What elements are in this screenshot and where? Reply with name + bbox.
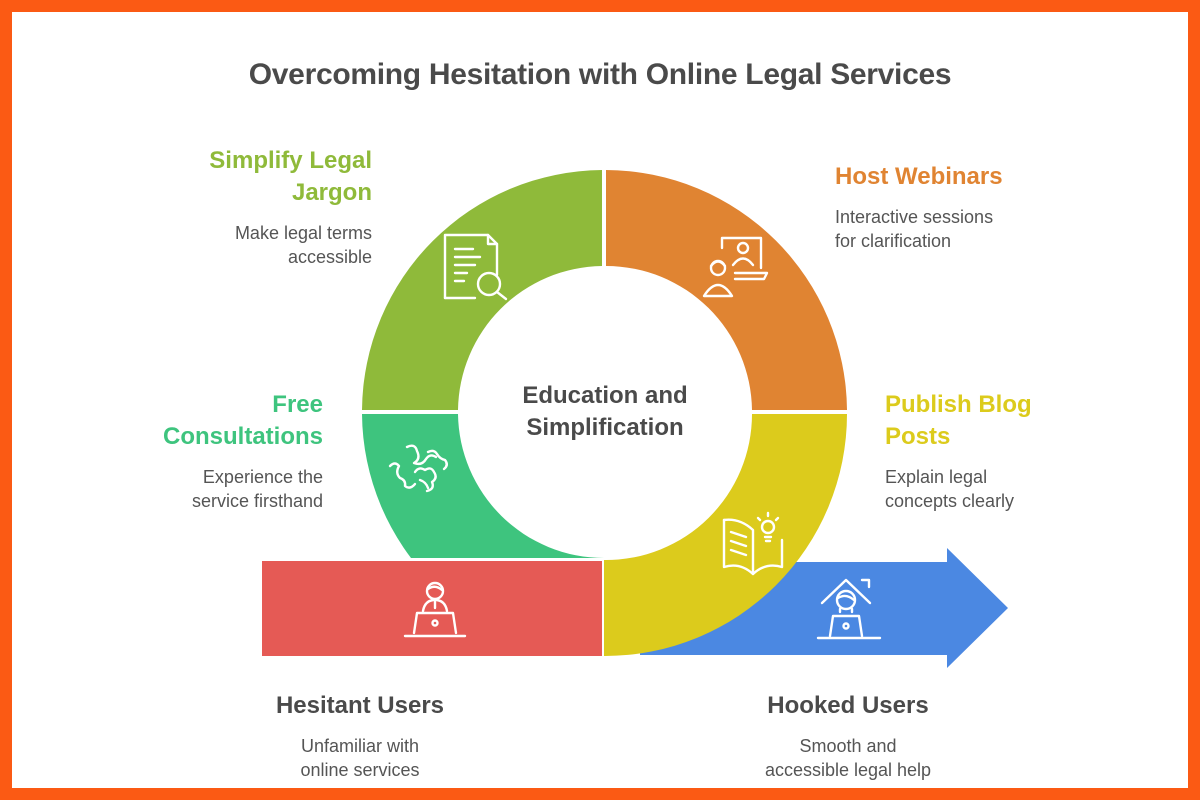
simplify-jargon-title-line2: Jargon: [291, 179, 372, 206]
book-lightbulb-icon: [722, 511, 784, 576]
center-label-line1: Education and: [522, 382, 688, 409]
segment-publish-blog: [604, 414, 847, 657]
segment-free-consultations: [362, 414, 604, 558]
free-consultations-title-line1: Free: [272, 391, 323, 418]
host-webinars-desc-line2: for clarification: [835, 231, 952, 251]
hesitant-users-desc-line2: online services: [300, 760, 420, 780]
hesitant-users-desc: Unfamiliar with online services: [240, 734, 480, 782]
user-laptop-icon: [403, 581, 467, 638]
simplify-jargon-desc: Make legal terms accessible: [150, 221, 372, 269]
simplify-jargon-title-line1: Simplify Legal: [209, 147, 372, 174]
center-label-line2: Simplification: [526, 414, 684, 441]
frame: [12, 12, 1188, 788]
host-webinars-desc-line1: Interactive sessions: [835, 207, 994, 227]
publish-blog-title: Publish Blog Posts: [885, 389, 1105, 453]
hooked-users-desc-line1: Smooth and: [799, 736, 897, 756]
simplify-jargon-desc-line2: accessible: [287, 247, 372, 267]
publish-blog-title-line2: Posts: [885, 423, 951, 450]
free-consultations-desc-line1: Experience the: [202, 467, 323, 487]
host-webinars-title: Host Webinars: [835, 163, 1003, 190]
label-hooked-users: Hooked Users Smooth and accessible legal…: [728, 690, 968, 782]
label-free-consultations: Free Consultations Experience the servic…: [120, 389, 323, 513]
segment-simplify-jargon: [362, 170, 602, 410]
publish-blog-desc: Explain legal concepts clearly: [885, 465, 1105, 513]
hooked-users-desc-line2: accessible legal help: [764, 760, 932, 780]
hooked-users-title: Hooked Users: [767, 692, 929, 719]
host-webinars-desc: Interactive sessions for clarification: [835, 205, 1075, 253]
handshake-icon: [388, 444, 448, 493]
diagram-title: Overcoming Hesitation with Online Legal …: [248, 58, 952, 91]
free-consultations-title-line2: Consultations: [163, 423, 323, 450]
publish-blog-title-line1: Publish Blog: [885, 391, 1032, 418]
label-publish-blog: Publish Blog Posts Explain legal concept…: [885, 389, 1105, 513]
hesitant-users-desc-line1: Unfamiliar with: [300, 736, 420, 756]
free-consultations-title: Free Consultations: [120, 389, 323, 453]
center-label: Education and Simplification: [480, 380, 730, 444]
publish-blog-desc-line2: concepts clearly: [885, 491, 1015, 511]
simplify-jargon-title: Simplify Legal Jargon: [150, 145, 372, 209]
label-hesitant-users: Hesitant Users Unfamiliar with online se…: [240, 690, 480, 782]
publish-blog-desc-line1: Explain legal: [885, 467, 988, 487]
hesitant-users-bar: [262, 561, 602, 656]
hesitant-users-title: Hesitant Users: [275, 692, 445, 719]
free-consultations-desc-line2: service firsthand: [191, 491, 323, 511]
label-host-webinars: Host Webinars Interactive sessions for c…: [835, 161, 1075, 253]
simplify-jargon-desc-line1: Make legal terms: [234, 223, 372, 243]
webinar-presenter-icon: [702, 236, 769, 298]
free-consultations-desc: Experience the service firsthand: [120, 465, 323, 513]
home-user-laptop-icon: [816, 578, 882, 640]
document-search-icon: [443, 233, 508, 301]
label-simplify-jargon: Simplify Legal Jargon Make legal terms a…: [150, 145, 372, 269]
hooked-users-desc: Smooth and accessible legal help: [728, 734, 968, 782]
